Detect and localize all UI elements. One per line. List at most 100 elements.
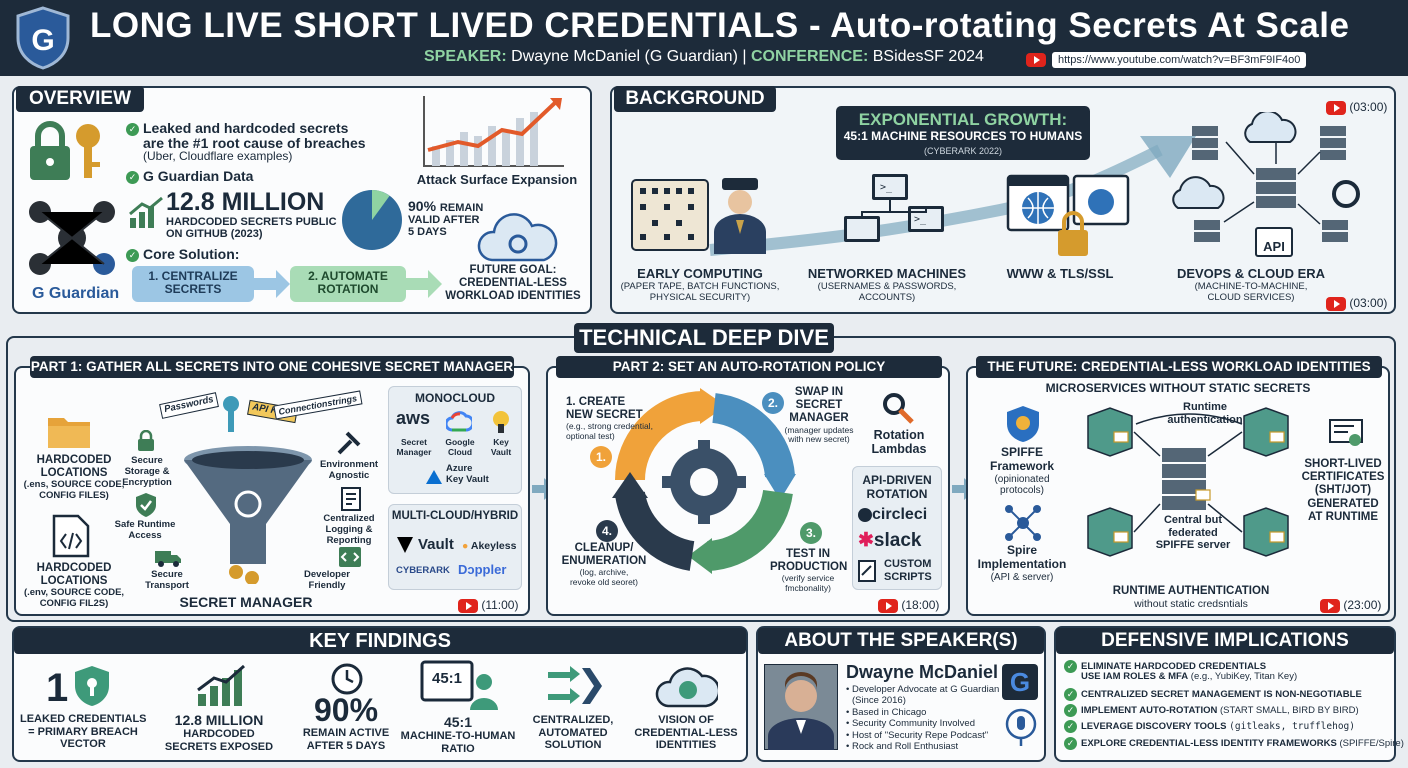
machine-human-icon: [420, 660, 498, 710]
speaker-tag: ABOUT THE SPEAKER(S): [758, 628, 1044, 654]
video-url[interactable]: https://www.youtube.com/watch?v=BF3mF9IF…: [1052, 51, 1307, 68]
header-subtitle: SPEAKER: Dwayne McDaniel (G Guardian) | …: [424, 48, 984, 66]
microservices-title: MICROSERVICES WITHOUT STATIC SECRETS: [1045, 381, 1311, 395]
header: G LONG LIVE SHORT LIVED CREDENTIALS - Au…: [0, 0, 1408, 76]
era-devops-cloud: DEVOPS & CLOUD ERA(MACHINE-TO-MACHINE,CL…: [1176, 266, 1326, 303]
report-icon: [341, 487, 361, 511]
part1-tag: PART 1: GATHER ALL SECRETS INTO ONE COHE…: [30, 356, 514, 378]
speaker-name: Dwayne McDaniel (G Guardian): [511, 48, 738, 65]
timestamp-part2[interactable]: (18:00): [878, 598, 939, 613]
separator: |: [742, 48, 747, 65]
rotation-lambda-icon: [883, 393, 914, 424]
hashicorp-vault-icon: [397, 537, 413, 553]
youtube-icon: [1320, 598, 1340, 613]
azure-icon: [426, 470, 442, 484]
youtube-icon: [1326, 100, 1346, 115]
api-label: API: [1263, 239, 1285, 254]
secret-manager-label: SECRET MANAGER: [179, 594, 313, 610]
step2-number: 2.: [762, 392, 784, 414]
key-vault-icon: [493, 411, 509, 433]
workload-identity-diagram: [1087, 407, 1289, 557]
overview-bullet-1: ✓Leaked and hardcoded secrets: [126, 120, 348, 136]
defense-item-3: ✓IMPLEMENT AUTO-ROTATION (START SMALL, B…: [1064, 704, 1359, 717]
key-icon: [223, 396, 239, 432]
www-browser-lock-icon: [1006, 174, 1130, 256]
spiffe-shield-icon: [1007, 406, 1039, 442]
timestamp-future[interactable]: (23:00): [1320, 598, 1381, 613]
clock-icon: [331, 663, 363, 695]
timestamp-2[interactable]: (03:00): [1326, 296, 1387, 311]
svg-text:>_: >_: [914, 214, 927, 225]
multicloud-card: [388, 504, 522, 590]
timestamp-part1[interactable]: (11:00): [458, 598, 518, 613]
shield-check-icon: [136, 493, 156, 517]
devops-cloud-icon: [1172, 112, 1360, 257]
gguardian-brand: G Guardian: [32, 285, 120, 302]
pct-sub2: 5 DAYS: [408, 226, 447, 238]
padlock-keys-icon: [30, 121, 100, 180]
cloud-gear-icon: [477, 213, 558, 262]
punch-card-icon: [631, 179, 709, 251]
stat-12-8-million: 12.8 MILLION: [166, 188, 325, 216]
pct-sub1: VALID AFTER: [408, 214, 480, 226]
finding-3-big: 90%: [313, 692, 379, 728]
security-guard-icon: [714, 178, 766, 254]
future-tag: THE FUTURE: CREDENTIAL-LESS WORKLOAD IDE…: [976, 356, 1382, 378]
check-icon: ✓: [126, 122, 139, 136]
spire-network-icon: [1005, 505, 1041, 541]
circleci-logo: circleci: [858, 506, 927, 524]
check-icon: ✓: [1064, 704, 1077, 717]
video-link[interactable]: https://www.youtube.com/watch?v=BF3mF9IF…: [1026, 51, 1307, 69]
shield-logo-icon: G: [16, 6, 70, 70]
youtube-icon: [878, 598, 898, 613]
check-icon: ✓: [126, 170, 139, 184]
stat-sub1: HARDCODED SECRETS PUBLIC: [166, 216, 337, 228]
code-file-icon: [52, 514, 90, 558]
overview-bullet-1-sub: (Uber, Cloudflare examples): [143, 149, 293, 163]
overview-bullet-2: ✓G Guardian Data: [126, 168, 253, 184]
attack-surface-chart-icon: [423, 96, 564, 167]
speaker-bullets: • Developer Advocate at G Guardian (Sinc…: [846, 684, 1000, 752]
timestamp-1[interactable]: (03:00): [1326, 100, 1387, 115]
cloud-identity-icon: [655, 667, 718, 708]
cyberark-logo: CYBERARK: [396, 565, 450, 576]
speaker-photo-avatar: [764, 664, 838, 750]
conference-name: BSidesSF 2024: [872, 48, 984, 65]
overview-tag: OVERVIEW: [16, 86, 144, 112]
github-network-icon: [29, 201, 115, 275]
folder-icon: [48, 418, 90, 448]
conference-key: CONFERENCE:: [750, 48, 869, 65]
gguardian-logo-icon: G: [1002, 664, 1038, 700]
logo-letter: G: [31, 24, 54, 57]
doppler-logo: Dɔppler: [458, 562, 507, 577]
growth-bars-icon: [197, 664, 245, 706]
merge-arrows-icon: [548, 666, 602, 704]
check-icon: ✓: [1064, 688, 1077, 701]
growth-box: EXPONENTIAL GROWTH: 45:1 MACHINE RESOURC…: [836, 106, 1090, 160]
wrench-tools-icon: [337, 431, 361, 455]
check-icon: ✓: [1064, 720, 1077, 733]
custom-script-icon: [858, 560, 876, 582]
youtube-icon: [458, 598, 478, 613]
era-early-computing: EARLY COMPUTING(PAPER TAPE, BATCH FUNCTI…: [620, 266, 780, 303]
